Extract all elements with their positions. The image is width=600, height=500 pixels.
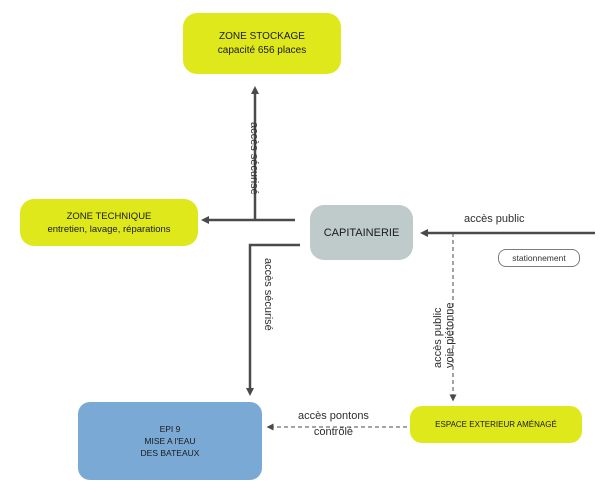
capitainerie-title: CAPITAINERIE [323, 226, 400, 239]
label-acces-pontons-controle: accès pontons contrôlé [298, 408, 369, 440]
label-acces-securise-bottom: accès sécurisé [262, 258, 274, 331]
connector-capitainerie-epi [246, 243, 300, 396]
epi-line3: DES BATEAUX [140, 448, 200, 458]
zone-stockage-node: ZONE STOCKAGE capacité 656 places [183, 13, 341, 74]
zone-stockage-subtitle: capacité 656 places [217, 44, 307, 56]
zone-technique-subtitle: entretien, lavage, réparations [47, 223, 171, 235]
epi-line2: MISE A l'EAU [144, 436, 196, 446]
espace-exterieur-title: ESPACE EXTERIEUR AMÉNAGÉ [435, 420, 557, 429]
zone-technique-node: ZONE TECHNIQUE entretien, lavage, répara… [20, 199, 198, 246]
label-acces-pontons: accès pontons [298, 410, 369, 422]
label-acces-public-vertical: accès public [432, 307, 444, 368]
label-controle: contrôlé [313, 426, 354, 438]
epi-line1: EPI 9 [159, 424, 181, 434]
label-acces-public: accès public [464, 213, 525, 225]
capitainerie-node: CAPITAINERIE [310, 205, 413, 260]
label-public-voie-pietonne: accès public voie piétonne [432, 303, 456, 368]
epi-node: EPI 9 MISE A l'EAU DES BATEAUX [78, 402, 262, 480]
zone-technique-title: ZONE TECHNIQUE [66, 210, 152, 222]
label-voie-pietonne: voie piétonne [444, 302, 456, 368]
label-acces-securise-top: accès sécurisé [248, 122, 260, 195]
espace-exterieur-node: ESPACE EXTERIEUR AMÉNAGÉ [410, 406, 582, 443]
stationnement-badge: stationnement [498, 249, 580, 267]
zone-stockage-title: ZONE STOCKAGE [219, 30, 305, 42]
